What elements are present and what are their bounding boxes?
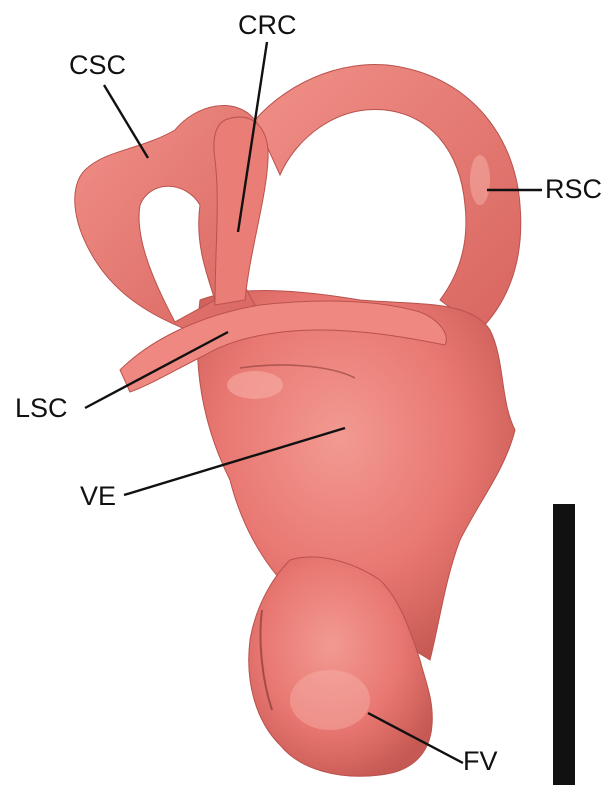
leader-csc bbox=[104, 85, 148, 158]
highlight bbox=[227, 371, 283, 399]
label-crc: CRC bbox=[238, 12, 297, 39]
label-csc: CSC bbox=[69, 52, 126, 79]
highlight bbox=[290, 670, 370, 730]
highlight bbox=[470, 155, 490, 205]
label-fv: FV bbox=[463, 748, 498, 775]
label-lsc: LSC bbox=[15, 395, 68, 422]
scale-bar bbox=[553, 504, 575, 785]
label-rsc: RSC bbox=[545, 176, 602, 203]
label-ve: VE bbox=[80, 483, 116, 510]
